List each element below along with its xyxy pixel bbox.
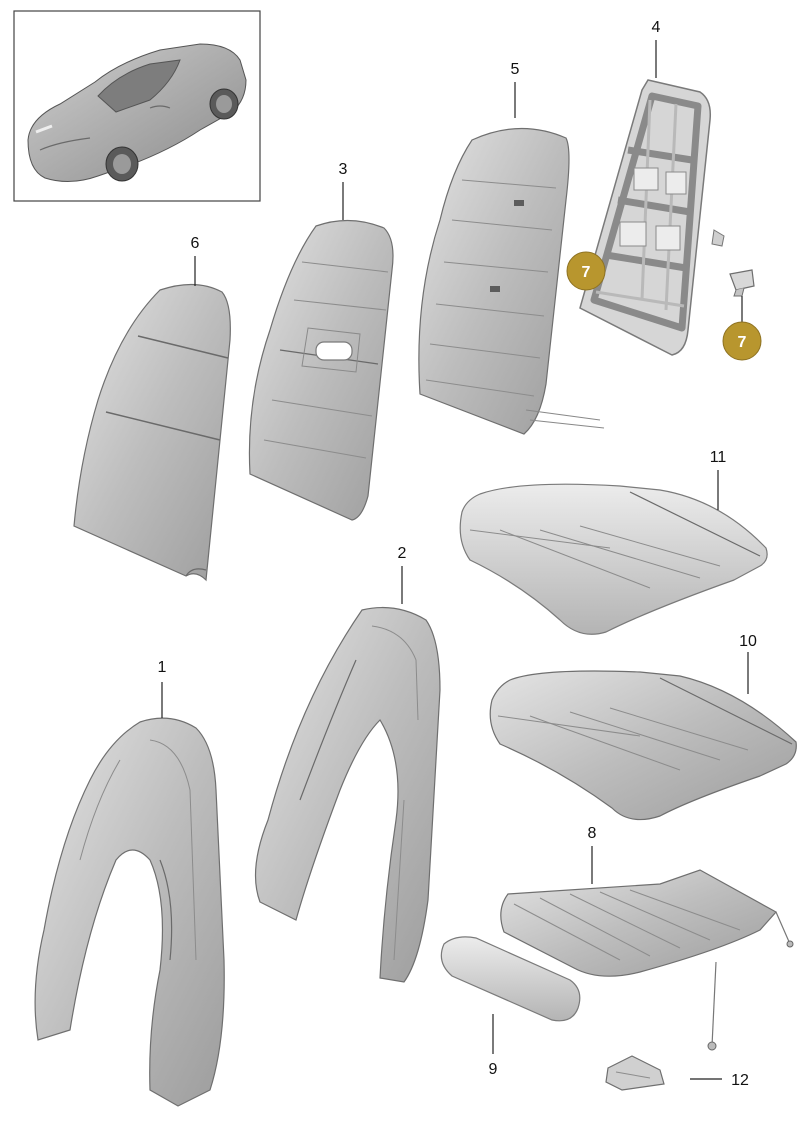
callout-11: 11 [710, 449, 727, 466]
callout-3: 3 [339, 161, 348, 178]
part-8-seat-pan [500, 869, 794, 1051]
part-6-backrest-cover [73, 283, 231, 582]
part-2-side-bolster [254, 606, 441, 983]
badge-7-upper-label: 7 [582, 264, 591, 281]
car-image [27, 43, 247, 182]
badge-7-lower: 7 [722, 321, 762, 361]
callout-5: 5 [511, 61, 520, 78]
part-1-side-frame [34, 717, 225, 1107]
part-7-clip [729, 269, 755, 297]
callout-1: 1 [158, 659, 167, 676]
callout-12: 12 [731, 1072, 749, 1089]
callout-4: 4 [652, 19, 661, 36]
part-9-bolster [440, 936, 581, 1022]
callout-6: 6 [191, 235, 200, 252]
vehicle-thumbnail [13, 10, 261, 202]
part-3-backrest-shell [248, 219, 394, 521]
badge-7-upper: 7 [566, 251, 606, 291]
callout-labels: 1 2 3 4 5 6 8 9 10 11 12 [158, 19, 757, 1089]
part-10-cushion [489, 670, 797, 821]
part-5-backrest-panel [418, 127, 605, 435]
leader-lines [161, 40, 749, 1080]
callout-2: 2 [398, 545, 407, 562]
part-12-bracket [605, 1055, 665, 1091]
callout-8: 8 [588, 825, 597, 842]
part-11-cushion-cover [459, 483, 768, 635]
badge-7-lower-label: 7 [738, 334, 747, 351]
callout-10: 10 [739, 633, 757, 650]
part-4-backrest-frame [579, 79, 725, 356]
callout-9: 9 [489, 1061, 498, 1078]
